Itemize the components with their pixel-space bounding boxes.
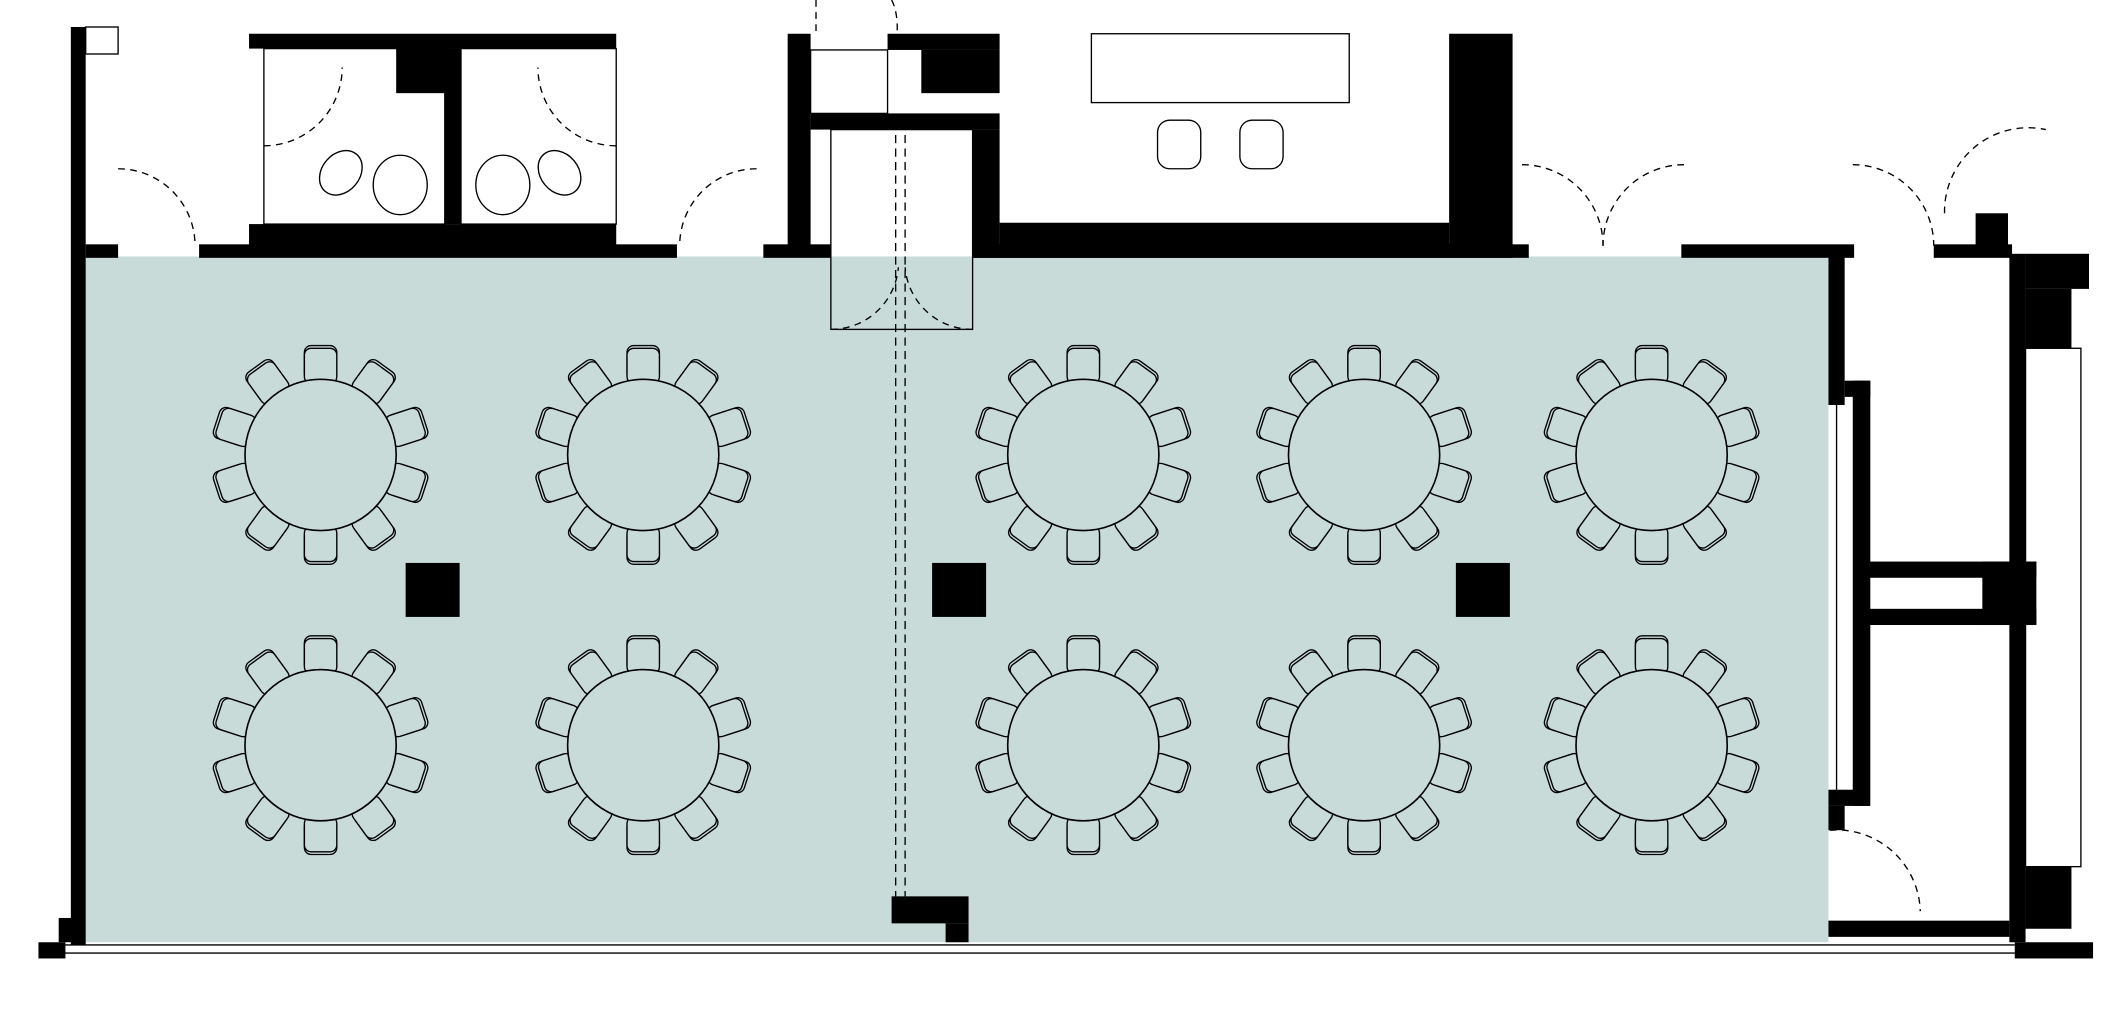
chair-icon <box>1147 752 1192 794</box>
round-table[interactable] <box>534 344 752 565</box>
chair-icon <box>1347 344 1381 385</box>
round-table[interactable] <box>1543 635 1761 856</box>
table-top <box>244 378 397 532</box>
table-top <box>1287 668 1441 822</box>
lounge-chair-icon <box>1156 119 1284 170</box>
chair-icon <box>1066 525 1101 565</box>
round-table[interactable] <box>212 344 430 565</box>
chair-icon <box>212 406 257 448</box>
table-top <box>1287 378 1441 532</box>
chair-icon <box>1066 344 1101 385</box>
table-top <box>566 668 720 822</box>
chair-icon <box>1428 697 1473 738</box>
table-top <box>566 378 720 532</box>
column <box>405 562 460 617</box>
chair-icon <box>1715 697 1760 738</box>
round-table[interactable] <box>212 635 430 856</box>
chair-icon <box>1147 697 1192 738</box>
chair-icon <box>1543 406 1588 448</box>
chair-icon <box>1288 505 1334 551</box>
chair-icon <box>1715 462 1760 504</box>
chair-icon <box>303 635 338 675</box>
chair-icon <box>351 505 396 551</box>
chair-icon <box>707 697 752 738</box>
chair-icon <box>1576 649 1621 695</box>
chair-icon <box>1347 635 1381 675</box>
chair-icon <box>535 406 580 448</box>
chair-icon <box>626 525 661 565</box>
chair-icon <box>303 344 338 385</box>
chair-icon <box>1256 462 1300 504</box>
chair-icon <box>212 697 257 738</box>
chair-icon <box>1066 635 1101 675</box>
table-top <box>244 668 397 822</box>
chair-icon <box>1634 816 1669 856</box>
reception-desk <box>1090 33 1350 104</box>
outlines <box>65 0 2082 954</box>
chair-icon <box>674 795 719 842</box>
round-table[interactable] <box>974 635 1192 856</box>
chair-icon <box>707 462 752 504</box>
chair-icon <box>1543 697 1588 738</box>
chair-icon <box>212 462 257 504</box>
chair-icon <box>535 462 580 504</box>
chair-icon <box>1634 635 1669 675</box>
chair-icon <box>384 697 429 738</box>
round-table[interactable] <box>534 635 752 856</box>
chair-icon <box>707 406 752 448</box>
toilet-icon <box>318 149 582 216</box>
table-top <box>1006 668 1160 822</box>
round-table[interactable] <box>1543 344 1761 565</box>
chair-icon <box>1147 462 1192 504</box>
chair-icon <box>1715 406 1760 448</box>
table-top <box>1006 378 1160 532</box>
chair-icon <box>212 752 257 794</box>
chair-icon <box>303 816 338 856</box>
round-table[interactable] <box>974 344 1192 565</box>
chair-icon <box>535 697 580 738</box>
chair-icon <box>1256 697 1300 738</box>
chair-icon <box>1428 406 1473 448</box>
round-table[interactable] <box>1255 344 1473 565</box>
column <box>1455 562 1510 617</box>
walls <box>38 26 2094 959</box>
chair-icon <box>1395 505 1440 551</box>
chair-icon <box>1634 344 1669 385</box>
table-top <box>1575 378 1729 532</box>
round-table[interactable] <box>1255 635 1473 856</box>
chair-icon <box>1428 752 1473 794</box>
chair-icon <box>1347 525 1381 565</box>
tables-layer <box>212 344 1761 856</box>
chair-icon <box>626 816 661 856</box>
chair-icon <box>245 358 290 405</box>
chair-icon <box>1147 406 1192 448</box>
columns <box>405 562 1510 617</box>
chair-icon <box>975 462 1020 504</box>
chair-icon <box>1576 358 1621 405</box>
chair-icon <box>1395 795 1440 842</box>
chair-icon <box>707 752 752 794</box>
chair-icon <box>1634 525 1669 565</box>
chair-icon <box>303 525 338 565</box>
chair-icon <box>1066 816 1101 856</box>
chair-icon <box>626 344 661 385</box>
column <box>932 562 987 617</box>
chair-icon <box>975 697 1020 738</box>
table-top <box>1575 668 1729 822</box>
chair-icon <box>626 635 661 675</box>
chair-icon <box>1347 816 1381 856</box>
